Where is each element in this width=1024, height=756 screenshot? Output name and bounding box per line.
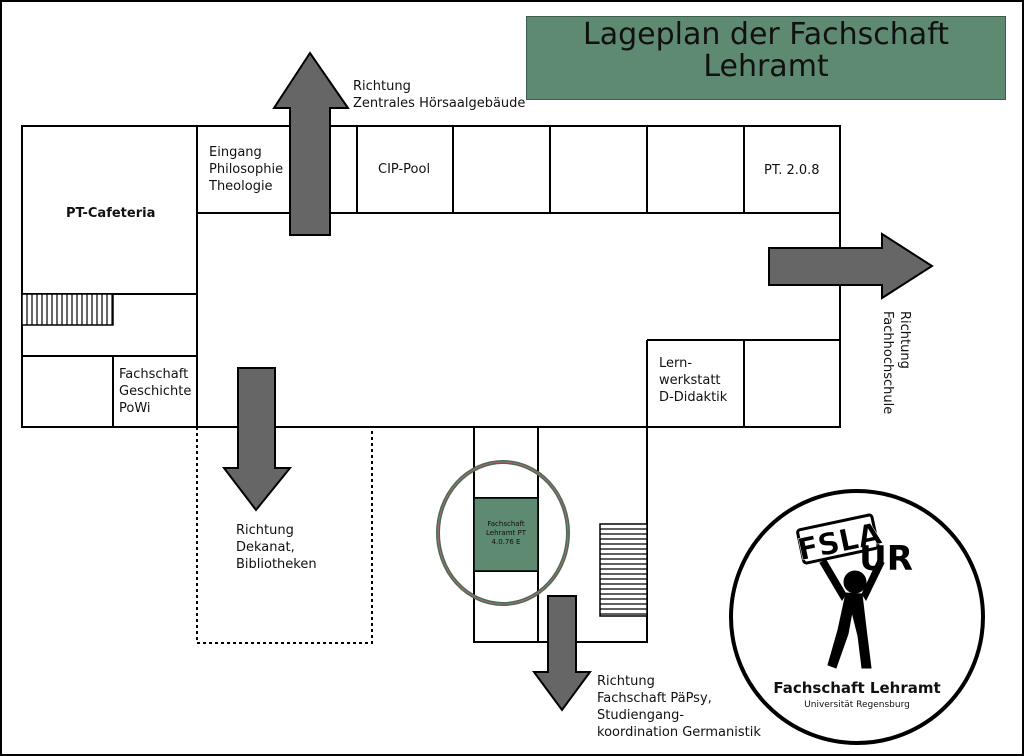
room-eingang-label: Eingang Philosophie Theologie <box>209 145 284 194</box>
stairs-right <box>599 523 648 617</box>
room-fachschaft-geschichte-label: Fachschaft Geschichte PoWi <box>119 367 192 416</box>
fachschaft-lehramt-room <box>473 497 539 572</box>
room-cafeteria-label: PT-Cafeteria <box>66 206 156 221</box>
direction-dekanat-label: Richtung Dekanat, Bibliotheken <box>236 523 317 572</box>
arrow-down-paepsy <box>532 595 592 712</box>
dotted-annex <box>196 427 373 644</box>
direction-fh-label: Richtung Fachhochschule <box>880 311 912 415</box>
room-cip-pool-label: CIP-Pool <box>378 162 431 177</box>
arrow-down-dekanat <box>221 367 293 512</box>
room-pt208-label: PT. 2.0.8 <box>764 163 820 178</box>
title-banner: Lageplan der Fachschaft Lehramt <box>526 16 1006 100</box>
direction-hoersaal-label: Richtung Zentrales Hörsaalgebäude <box>353 79 526 111</box>
room-fachschaft-lehramt-label: Fachschaft Lehramt PT 4.0.76 E <box>486 520 526 546</box>
logo-figure <box>819 559 885 669</box>
logo-name: Fachschaft Lehramt <box>773 679 941 697</box>
logo-university: Universität Regensburg <box>804 700 910 710</box>
room-lernwerkstatt-label: Lern- werkstatt D-Didaktik <box>659 356 728 405</box>
arrow-right-fh <box>768 232 934 300</box>
page-title: Lageplan der Fachschaft Lehramt <box>583 17 949 84</box>
logo-mark-bottom: UR <box>859 539 913 579</box>
arrow-up-hoersaal <box>272 51 350 236</box>
logo-badge <box>796 513 880 565</box>
direction-paepsy-label: Richtung Fachschaft PäPsy, Studiengang- … <box>597 674 761 740</box>
